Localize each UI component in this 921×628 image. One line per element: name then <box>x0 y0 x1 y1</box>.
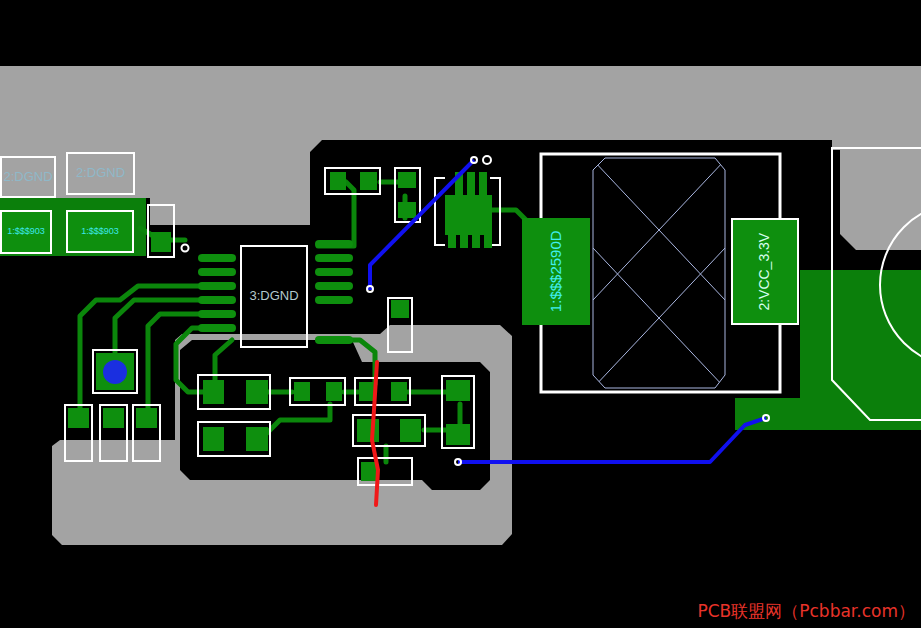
through-hole <box>103 360 127 384</box>
silkscreen-outline: 2:DGND <box>0 156 56 198</box>
ic-body: 3:DGND <box>240 245 308 348</box>
clearance <box>180 340 490 490</box>
pad: 1:$$$903 <box>0 210 52 254</box>
inductor-body <box>593 158 725 388</box>
net-label: 3:DGND <box>249 289 298 303</box>
pad: 2:VCC_3.3V <box>731 218 799 325</box>
net-label: 1:$$$903 <box>7 227 45 237</box>
inductor-hatch <box>593 160 725 388</box>
silkscreen-outline: 2:DGND <box>66 152 135 195</box>
silkscreen <box>65 168 500 485</box>
pad-net-label: 1:$$$2590D <box>548 231 565 313</box>
silkscreen <box>832 148 921 420</box>
via <box>182 156 770 465</box>
trace-inner <box>372 362 378 505</box>
watermark: PCB联盟网（Pcbbar.com） <box>697 600 915 623</box>
net-label: 1:$$$903 <box>81 227 119 237</box>
ic-pad <box>198 240 353 344</box>
copper-pour <box>52 325 512 545</box>
pad: 1:$$$2590D <box>522 218 590 325</box>
copper-pour <box>840 150 921 250</box>
pad: 1:$$$903 <box>66 210 134 253</box>
ground-pour <box>0 198 146 256</box>
trace-bottom <box>370 160 766 462</box>
net-label: 2:DGND <box>76 166 125 180</box>
net-label: 2:DGND <box>3 170 52 184</box>
trace <box>80 182 526 462</box>
silkscreen <box>880 203 921 367</box>
pad-net-label: 2:VCC_3.3V <box>757 233 772 311</box>
